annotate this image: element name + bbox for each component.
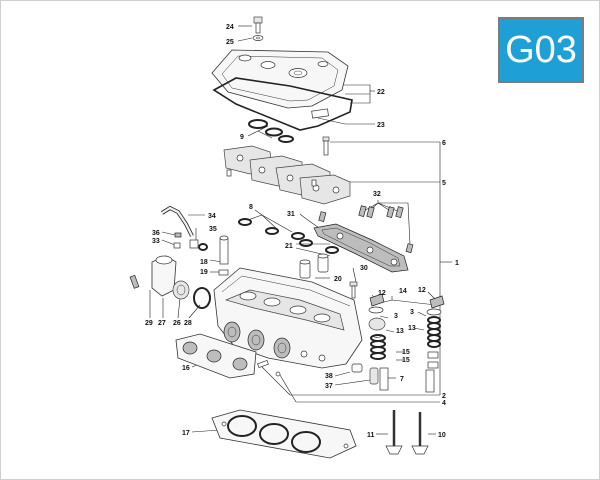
callout-21: 21 [285,243,293,250]
valve-train-right [425,295,445,393]
part-26-housing [172,280,190,300]
callout-9: 9 [240,134,244,141]
part-34-pipe [160,205,194,237]
part-22-valve-cover [211,49,349,119]
callout-36: 36 [152,230,160,237]
callout-23: 23 [377,122,385,129]
callout-25: 25 [226,39,234,46]
callout-19: 19 [200,269,208,276]
callout-8: 8 [249,204,253,211]
part-20-dowels [299,253,329,279]
callout-3-right: 3 [410,309,414,316]
callout-17: 17 [182,430,190,437]
part-8-o-rings [238,218,305,240]
callout-1: 1 [455,260,459,267]
callout-34: 34 [208,213,216,220]
part-24-bolt [253,16,263,34]
callout-12-right: 12 [418,287,426,294]
callout-labels: 24 25 22 23 9 6 5 32 8 34 31 36 33 35 18… [145,24,459,439]
callout-12-left: 12 [378,290,386,297]
callout-13-left: 13 [396,328,404,335]
callout-4: 4 [442,400,446,407]
callout-15-top: 15 [402,349,410,356]
callout-27: 27 [158,320,166,327]
part-21-o-rings [299,239,339,254]
callout-31: 31 [287,211,295,218]
callout-11: 11 [367,432,375,439]
callout-33: 33 [152,238,160,245]
part-27-thermostat-housing [151,255,177,297]
part-31-cover-plate [313,223,409,273]
part-9-seals [248,119,294,143]
callout-24: 24 [226,24,234,31]
callout-35: 35 [209,226,217,233]
callout-18: 18 [200,259,208,266]
part-6-bolt [322,136,330,156]
part-1-cylinder-head [213,267,363,369]
callout-5: 5 [442,180,446,187]
callout-26: 26 [173,320,181,327]
section-code: G03 [505,28,577,71]
callout-30: 30 [360,265,368,272]
callout-3-left: 3 [394,313,398,320]
part-16-intake-gasket [175,333,257,379]
callout-14: 14 [399,288,407,295]
callout-28: 28 [184,320,192,327]
part-29-bolt [129,274,140,289]
part-32-screws [318,205,414,254]
callout-6: 6 [442,140,446,147]
part-18-19-pin [218,235,229,276]
part-33-35-36-fittings [173,232,208,251]
callout-32: 32 [373,191,381,198]
part-10-valve [411,412,429,455]
part-28-o-ring [193,287,211,309]
part-11-valve [385,410,403,455]
part-30-bolt [349,281,358,299]
callout-7: 7 [400,376,404,383]
part-5-bearing-caps [223,145,351,205]
part-23-gasket [212,77,353,131]
part-38-37-plug [351,363,379,385]
section-code-badge: G03 [498,17,584,83]
callout-10: 10 [438,432,446,439]
callout-37: 37 [325,383,333,390]
callout-16: 16 [182,365,190,372]
callout-2: 2 [442,393,446,400]
callout-20: 20 [334,276,342,283]
callout-13-right: 13 [408,325,416,332]
part-2-4-pins [257,359,281,377]
valve-train-left [368,293,389,391]
callout-22: 22 [377,89,385,96]
callout-15-bottom: 15 [402,357,410,364]
part-17-head-gasket [211,409,357,459]
leader-lines [149,25,452,435]
callout-29: 29 [145,320,153,327]
part-25-washer [252,35,264,41]
callout-38: 38 [325,373,333,380]
